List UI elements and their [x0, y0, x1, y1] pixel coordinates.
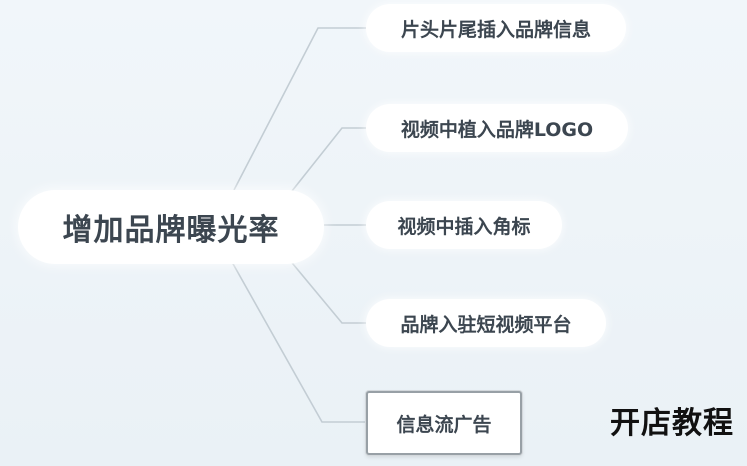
root-topic-label: 增加品牌曝光率: [62, 213, 280, 248]
branch-topic-node[interactable]: 视频中插入角标: [366, 201, 562, 249]
branch-topic-node-selected[interactable]: 信息流广告: [366, 391, 522, 455]
connector-to-branch-5: [231, 261, 366, 423]
branch-topic-label: 品牌入驻短视频平台: [400, 313, 572, 336]
branch-topic-node[interactable]: 品牌入驻短视频平台: [366, 299, 606, 347]
branch-topic-label: 片头片尾插入品牌信息: [400, 18, 591, 41]
connector-to-branch-2: [287, 127, 368, 197]
watermark-text: 开店教程: [610, 406, 734, 441]
branch-topic-label: 视频中植入品牌LOGO: [400, 118, 594, 141]
branch-topic-node[interactable]: 片头片尾插入品牌信息: [366, 4, 626, 52]
branch-topic-label: 信息流广告: [396, 413, 492, 436]
branch-topic-node[interactable]: 视频中植入品牌LOGO: [366, 104, 628, 152]
branch-topic-label: 视频中插入角标: [397, 215, 531, 238]
connector-to-branch-1: [233, 27, 366, 191]
root-topic-node[interactable]: 增加品牌曝光率: [18, 190, 324, 264]
connector-to-branch-4: [287, 257, 368, 324]
